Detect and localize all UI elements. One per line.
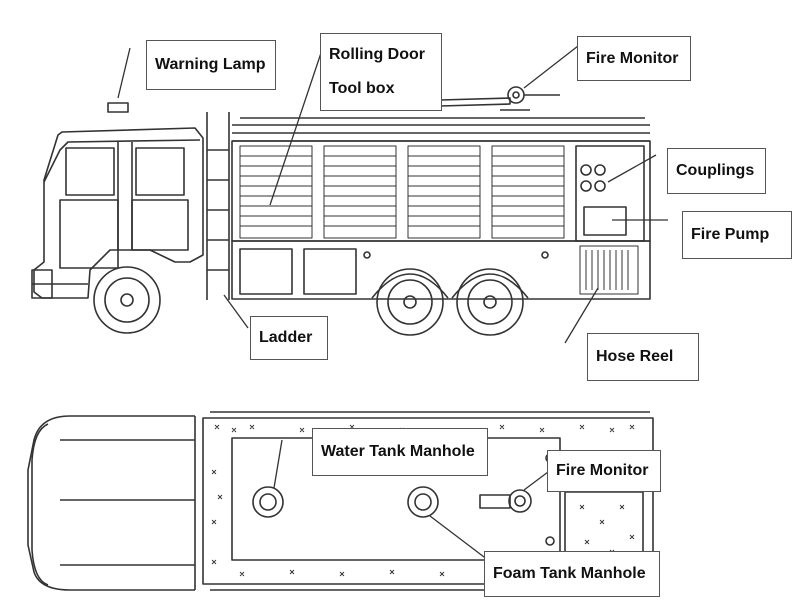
label-water-tank-manhole: Water Tank Manhole <box>312 428 488 476</box>
pump-panel <box>575 145 645 242</box>
label-hose-reel: Hose Reel <box>587 333 699 381</box>
label-rolling-door: Rolling Door <box>329 46 425 63</box>
label-tool-box: Tool box <box>329 80 395 97</box>
label-foam-tank-manhole: Foam Tank Manhole <box>484 551 660 597</box>
side-view-truck <box>31 86 651 336</box>
label-ladder: Ladder <box>250 316 328 360</box>
label-fire-monitor-side: Fire Monitor <box>577 36 691 81</box>
top-view-truck <box>27 411 654 591</box>
cab-window-front <box>65 147 115 196</box>
wheels <box>93 266 524 336</box>
rolling-doors <box>239 145 565 239</box>
hose-reel <box>579 245 639 295</box>
foam-tank-manhole-shape <box>407 486 439 518</box>
label-fire-pump: Fire Pump <box>682 211 792 259</box>
leader-lines-top <box>273 439 549 561</box>
body-top <box>202 417 654 585</box>
cab-window-rear <box>135 147 185 196</box>
label-warning-lamp: Warning Lamp <box>146 40 276 90</box>
fire-monitor-side <box>439 86 560 111</box>
cab-top <box>27 415 195 591</box>
couplings <box>580 164 606 192</box>
label-fire-monitor-top: Fire Monitor <box>547 450 661 492</box>
fire-monitor-top <box>479 489 532 513</box>
anti-slip-pattern <box>211 424 635 577</box>
ladder <box>206 112 230 300</box>
label-rolling-door-tool-box: Rolling Door Tool box <box>320 33 442 111</box>
water-tank-manhole-shape <box>252 486 284 518</box>
warning-lamp <box>107 102 129 113</box>
label-couplings: Couplings <box>667 148 766 194</box>
cab-body <box>33 127 204 299</box>
fire-pump <box>583 206 627 236</box>
leader-lines-side <box>117 45 668 344</box>
